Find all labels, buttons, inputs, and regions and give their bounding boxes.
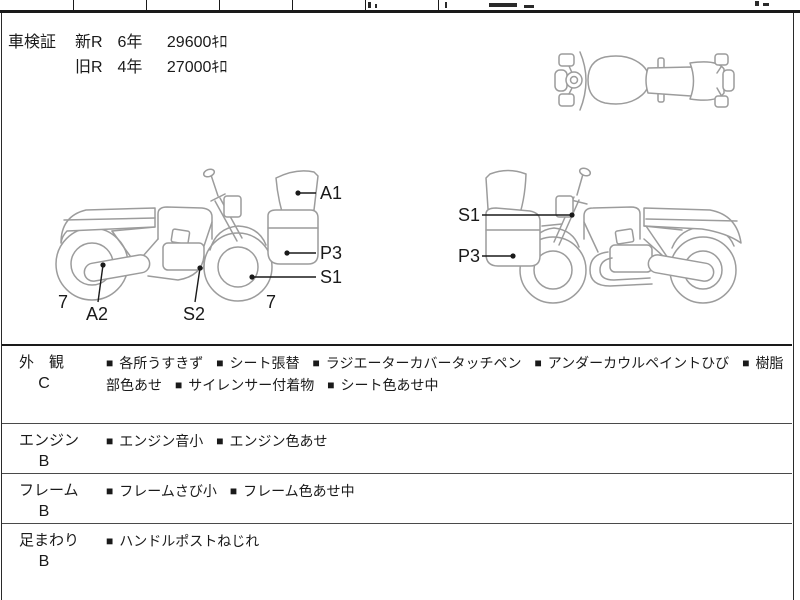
table-row: 外 観 C ■ 各所うすきず ■ シート張替 ■ ラジエーターカバータッチペン ■ アンダーカウル… — [2, 344, 792, 423]
defect-label-muffler: A2 — [86, 304, 108, 324]
bike-left-side-diagram: S1 P3 — [458, 167, 742, 304]
grade-value: B — [38, 453, 50, 470]
reg-type: 新R — [75, 34, 103, 51]
thick-divider — [0, 10, 800, 13]
grade-value: B — [38, 553, 50, 570]
odometer-line-new: 新R 6年 29600ｷﾛ — [75, 30, 227, 55]
defect-label-lower-frame: S2 — [183, 304, 205, 324]
defect-item: エンジン音小 — [119, 433, 204, 449]
defect-items: ■ フレームさび小 ■ フレーム色あせ中 — [94, 474, 792, 523]
clipped-header-row — [0, 0, 800, 10]
defect-label-windscreen: A1 — [320, 183, 342, 203]
defect-item: アンダーカウルペイントひび — [547, 355, 730, 371]
column-divider — [219, 0, 220, 10]
category-label: 足まわり — [19, 532, 80, 549]
clipped-glyph-fragment — [763, 3, 769, 6]
motorcycle-side-line-art — [485, 167, 742, 304]
table-row: 足まわり B ■ ハンドルポストねじれ — [2, 523, 792, 600]
category-label: フレーム — [19, 482, 79, 499]
defect-item: 各所うすきず — [119, 355, 204, 371]
column-divider — [365, 0, 366, 10]
sheet-frame — [1, 13, 794, 600]
reg-type: 旧R — [75, 59, 103, 76]
defect-label-cowl: P3 — [320, 243, 342, 263]
callout-dot-cowl — [284, 250, 290, 256]
bike-top-view-diagram — [554, 51, 735, 111]
defect-item: ハンドルポストねじれ — [119, 533, 260, 549]
odometer-lines: 新R 6年 29600ｷﾛ 旧R 4年 27000ｷﾛ — [75, 30, 227, 80]
category-cell: 外 観 C — [2, 346, 94, 423]
defect-item: 樹脂部色あせ — [106, 355, 784, 393]
category-label: エンジン — [19, 432, 80, 449]
defect-item: ラジエーターカバータッチペン — [325, 355, 522, 371]
clipped-glyph-fragment — [445, 2, 447, 8]
category-cell: フレーム B — [2, 474, 94, 523]
defect-label-cowl: P3 — [458, 246, 480, 266]
tire-grade-front: 7 — [266, 292, 276, 312]
column-divider — [438, 0, 439, 10]
bullet-square-icon: ■ — [106, 484, 114, 498]
table-row: エンジン B ■ エンジン音小 ■ エンジン色あせ — [2, 423, 792, 473]
callout-dot-windscreen — [295, 190, 301, 196]
bullet-square-icon: ■ — [312, 356, 320, 370]
table-row: フレーム B ■ フレームさび小 ■ フレーム色あせ中 — [2, 473, 792, 523]
callout-dot-muffler — [100, 262, 106, 268]
callout-dot-fork — [569, 212, 575, 218]
callout-dot-cowl — [510, 253, 516, 259]
defect-items: ■ ハンドルポストねじれ — [94, 524, 792, 600]
bullet-square-icon: ■ — [216, 356, 224, 370]
defect-callouts: A1 P3 S1 A2 S2 7 7 — [58, 183, 342, 324]
bullet-square-icon: ■ — [742, 356, 750, 370]
motorcycle-top-view-line-art — [554, 51, 735, 111]
odometer-line-old: 旧R 4年 27000ｷﾛ — [75, 55, 227, 80]
defect-callouts: S1 P3 — [458, 205, 575, 266]
clipped-glyph-fragment — [368, 2, 371, 8]
condition-table: 外 観 C ■ 各所うすきず ■ シート張替 ■ ラジエーターカバータッチペン ■ アンダーカウル… — [2, 344, 792, 600]
clipped-glyph-fragment — [524, 5, 534, 8]
category-label: 外 観 — [19, 354, 65, 371]
column-divider — [146, 0, 147, 10]
grade-value: B — [38, 503, 50, 520]
bike-right-side-diagram: A1 P3 S1 A2 S2 7 7 — [55, 168, 342, 324]
bullet-square-icon: ■ — [106, 534, 114, 548]
clipped-glyph-fragment — [375, 4, 377, 8]
bullet-square-icon: ■ — [534, 356, 542, 370]
defect-item: シート張替 — [229, 355, 300, 371]
tire-grade-rear: 7 — [58, 292, 68, 312]
vehicle-inspection-label: 車検証 — [8, 34, 57, 51]
defect-item: シート色あせ中 — [340, 377, 439, 393]
defect-label-fork: S1 — [458, 205, 480, 225]
odometer-value: 27000ｷﾛ — [166, 59, 228, 76]
defect-item: フレーム色あせ中 — [243, 483, 355, 499]
bullet-square-icon: ■ — [106, 356, 114, 370]
vehicle-inspection-block: 車検証 新R 6年 29600ｷﾛ 旧R 4年 27000ｷﾛ — [8, 30, 227, 80]
defect-item: フレームさび小 — [119, 483, 217, 499]
column-divider — [73, 0, 74, 10]
reg-year: 4年 — [117, 59, 143, 76]
bullet-square-icon: ■ — [216, 434, 224, 448]
odometer-value: 29600ｷﾛ — [166, 34, 228, 51]
bullet-square-icon: ■ — [327, 378, 335, 392]
bullet-square-icon: ■ — [106, 434, 114, 448]
category-cell: エンジン B — [2, 424, 94, 473]
clipped-glyph-fragment — [755, 1, 759, 6]
category-cell: 足まわり B — [2, 524, 94, 600]
reg-year: 6年 — [117, 34, 143, 51]
grade-value: C — [38, 375, 50, 392]
bullet-square-icon: ■ — [229, 484, 238, 498]
defect-items: ■ 各所うすきず ■ シート張替 ■ ラジエーターカバータッチペン ■ アンダーカウルペイント… — [94, 346, 792, 423]
defect-item: エンジン色あせ — [229, 433, 328, 449]
column-divider — [292, 0, 293, 10]
bullet-square-icon: ■ — [175, 378, 183, 392]
motorcycle-side-line-art — [55, 168, 319, 302]
defect-label-front-wheel: S1 — [320, 267, 342, 287]
clipped-glyph-fragment — [489, 3, 517, 7]
defect-items: ■ エンジン音小 ■ エンジン色あせ — [94, 424, 792, 473]
defect-item: サイレンサー付着物 — [188, 377, 315, 393]
